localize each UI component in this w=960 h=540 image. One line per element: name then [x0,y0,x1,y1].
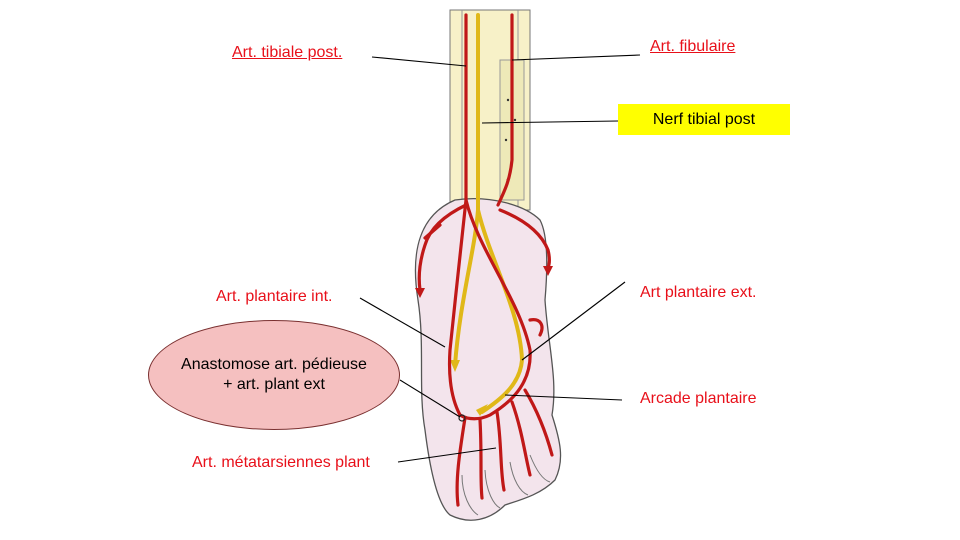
arteries [417,13,554,507]
label-art-plantaire-ext: Art plantaire ext. [640,284,757,301]
tibial-nerve [453,13,525,414]
label-arcade-plantaire: Arcade plantaire [640,390,757,407]
label-art-metatarsiennes: Art. métatarsiennes plant [192,454,370,471]
label-art-plantaire-int: Art. plantaire int. [216,288,333,305]
label-art-tibiale-post: Art. tibiale post. [232,44,343,61]
leader-lines [359,54,641,463]
leg-bones [449,9,531,211]
nerve-arrowheads [450,360,488,416]
artery-arrowheads [415,266,553,298]
anastomose-line1: Anastomose art. pédieuse [181,356,367,373]
foot-outline [414,198,562,521]
toe-lines [461,454,551,516]
anastomose-oval: Anastomose art. pédieuse + art. plant ex… [148,320,400,430]
anastomose-line2: + art. plant ext [223,376,325,393]
label-nerf-tibial-post: Nerf tibial post [618,104,790,135]
label-nerf-text: Nerf tibial post [652,110,756,128]
label-art-fibulaire: Art. fibulaire [650,38,736,55]
anastomosis-point [458,414,466,422]
